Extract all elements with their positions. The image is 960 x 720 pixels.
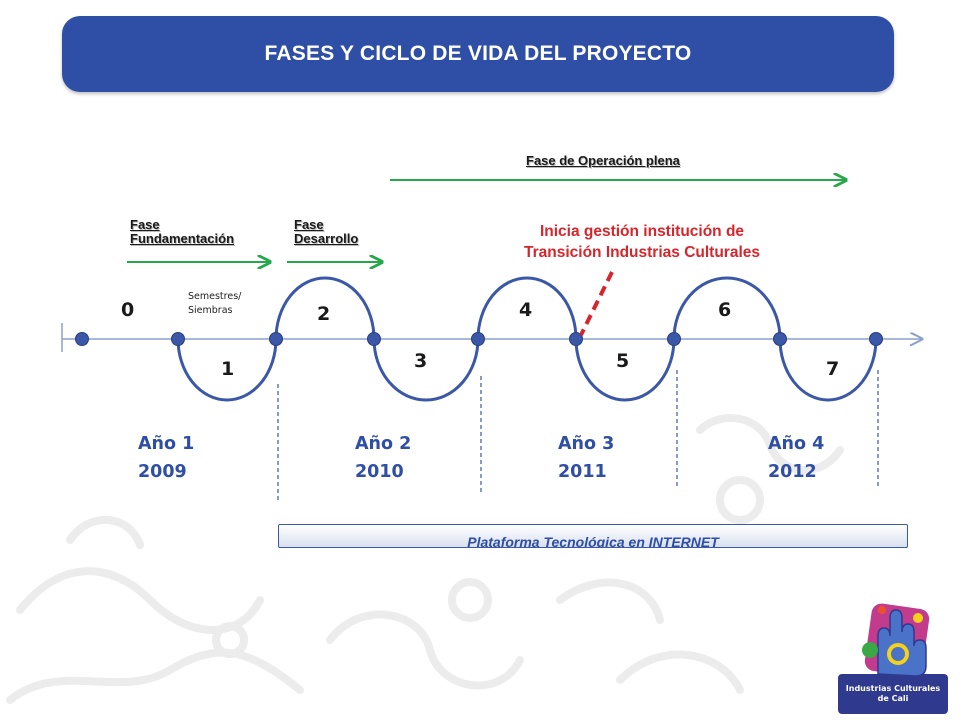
label-fase-desarrollo-line2: Desarrollo xyxy=(294,231,359,246)
logo-text-line2: de Cali xyxy=(877,694,909,703)
year-value: 2009 xyxy=(138,462,187,482)
decor-circle xyxy=(448,578,492,622)
year-label: Año 1 xyxy=(138,434,195,454)
decor-circle xyxy=(212,622,248,658)
label-semestres: Semestres/ Siembras xyxy=(188,290,241,318)
year-label: Año 3 xyxy=(558,434,615,454)
year-label: Año 2 xyxy=(355,434,412,454)
decor-swirl xyxy=(696,414,844,475)
wave-arc-1 xyxy=(176,338,278,402)
timeline-node xyxy=(667,332,681,346)
timeline-node xyxy=(75,332,89,346)
logo-text: Industrias Culturales de Cali xyxy=(838,684,948,704)
year-value: 2012 xyxy=(768,462,817,482)
timeline-node xyxy=(471,332,485,346)
wave-arc-6 xyxy=(672,276,782,340)
page-title: FASES Y CICLO DE VIDA DEL PROYECTO xyxy=(264,42,692,65)
year-value: 2011 xyxy=(558,462,607,482)
timeline-node xyxy=(269,332,283,346)
node-number-2: 2 xyxy=(317,303,331,325)
label-semestres-line1: Semestres/ xyxy=(188,291,242,302)
note-inicia-gestion: Inicia gestión institución de Transición… xyxy=(486,221,798,263)
note-line2: Transición Industrias Culturales xyxy=(523,244,760,261)
label-fase-fundamentacion: Fase Fundamentación xyxy=(130,218,234,246)
wave-arc-4 xyxy=(476,276,578,340)
decor-swirl xyxy=(556,578,664,624)
label-semestres-line2: Siembras xyxy=(188,305,233,316)
decor-swirl xyxy=(6,648,304,704)
year-block-4: Año 4 2012 xyxy=(768,430,824,486)
decor-swirl xyxy=(326,610,524,690)
wave-arc-2 xyxy=(274,276,376,340)
node-number-5: 5 xyxy=(616,350,630,372)
node-number-0: 0 xyxy=(121,299,135,321)
logo-industrias-culturales: Industrias Culturales de Cali xyxy=(838,596,948,714)
timeline-node xyxy=(171,332,185,346)
decor-swirl xyxy=(66,515,144,549)
decor-swirl xyxy=(616,650,744,694)
node-number-7: 7 xyxy=(826,358,840,380)
note-line1: Inicia gestión institución de xyxy=(539,223,745,240)
year-value: 2010 xyxy=(355,462,404,482)
timeline-node xyxy=(569,332,583,346)
wave-arc-3 xyxy=(372,338,480,402)
node-number-4: 4 xyxy=(519,299,533,321)
decor-circle xyxy=(716,476,764,524)
node-number-3: 3 xyxy=(414,350,428,372)
header-banner: FASES Y CICLO DE VIDA DEL PROYECTO xyxy=(62,16,894,92)
node-number-6: 6 xyxy=(718,299,732,321)
timeline-node xyxy=(869,332,883,346)
wave-arc-5 xyxy=(574,338,676,402)
label-fase-fundamentacion-line2: Fundamentación xyxy=(130,231,235,246)
node-number-1: 1 xyxy=(221,358,235,380)
year-block-2: Año 2 2010 xyxy=(355,430,411,486)
logo-text-line1: Industrias Culturales xyxy=(845,684,941,693)
year-label: Año 4 xyxy=(768,434,825,454)
timeline-node xyxy=(773,332,787,346)
label-fase-operacion: Fase de Operación plena xyxy=(526,153,680,168)
wave-arc-7 xyxy=(778,338,878,402)
platform-bar: Plataforma Tecnológica en INTERNET xyxy=(278,524,908,548)
platform-label: Plataforma Tecnológica en INTERNET xyxy=(467,534,719,548)
label-fase-fundamentacion-line1: Fase xyxy=(130,217,160,232)
label-fase-desarrollo-line1: Fase xyxy=(294,217,324,232)
year-block-1: Año 1 2009 xyxy=(138,430,194,486)
label-fase-desarrollo: Fase Desarrollo xyxy=(294,218,358,246)
hand-logo-icon xyxy=(838,603,948,714)
year-block-3: Año 3 2011 xyxy=(558,430,614,486)
timeline-node xyxy=(367,332,381,346)
red-dashed-pointer xyxy=(579,271,614,336)
